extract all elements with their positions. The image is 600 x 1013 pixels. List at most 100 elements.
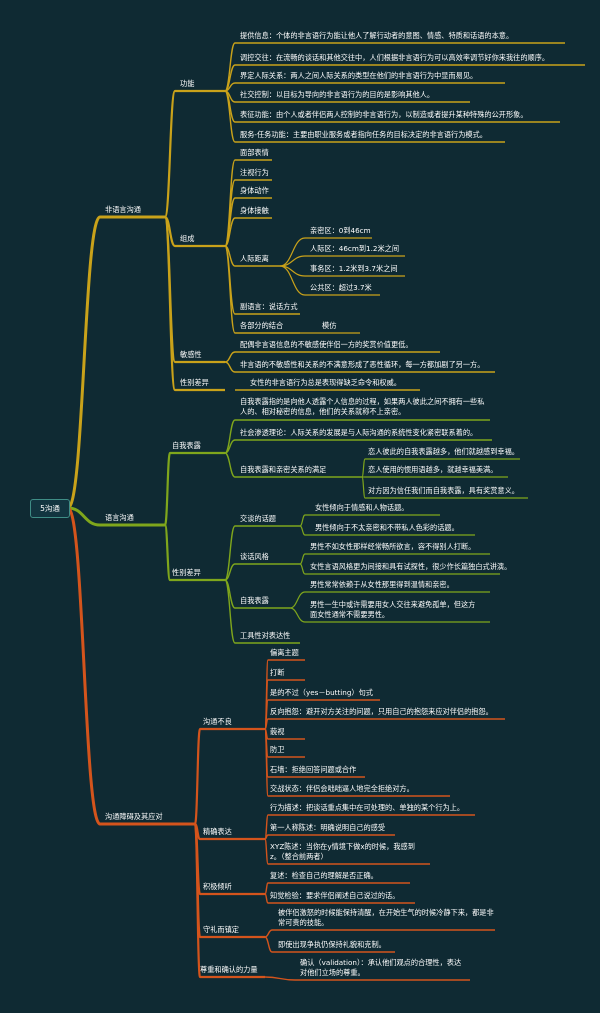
connector-130 <box>264 976 296 981</box>
node-disclosure-satisfaction[interactable]: 自我表露和亲密关系的满足 <box>240 465 327 474</box>
node-gender-diff-nonverbal[interactable]: 性别差异 <box>180 378 209 387</box>
node-civility[interactable]: 守礼而镇定 <box>203 925 239 934</box>
node-gender-self-disclosure[interactable]: 自我表露 <box>240 596 269 605</box>
connector-51 <box>224 361 236 373</box>
leaf-gaze: 注视行为 <box>240 168 269 177</box>
leaf-disclosure-male-1: 男性常常依赖于从女性那里得到温情和亲密。 <box>310 580 454 589</box>
leaf-off-topic: 偏离主题 <box>270 648 299 657</box>
leaf-sensitivity-2: 非言语的不敏感性和关系的不满意形成了恶性循环，每一方都加剧了另一方。 <box>240 360 485 369</box>
leaf-style-female: 女性言语风格更为间接和具有试探性，很少作长篇独白式讲演。 <box>310 562 512 571</box>
leaf-validation: 确认（validation）：承认他们观点的合理性，表达对他们立场的尊重。 <box>300 958 462 977</box>
leaf-style-male: 男性不如女性那样经常畅所欲言，容不得别人打断。 <box>310 542 476 551</box>
leaf-politeness: 即使出现争执仍保持礼貌和克制。 <box>278 940 386 949</box>
leaf-stonewalling: 石墙：拒绝回答问题或合作 <box>270 765 357 774</box>
connector-126 <box>264 929 273 938</box>
connector-49 <box>224 351 236 363</box>
connector-98 <box>193 822 202 979</box>
node-combination[interactable]: 各部分的结合 <box>240 321 284 330</box>
leaf-yes-butting: 是的不过（yes－butting）句式 <box>270 688 373 697</box>
node-conversation-topics[interactable]: 交谈的话题 <box>240 514 276 523</box>
node-sensitivity[interactable]: 敏感性 <box>180 350 202 359</box>
node-precise-expression[interactable]: 精确表达 <box>203 827 232 836</box>
connector-114 <box>264 728 269 797</box>
connector-32 <box>224 217 236 247</box>
leaf-function-2: 调控交往：在流畅的谈话和其他交往中，人们根据非言语行为可以高效率调节好你来我往的… <box>240 53 550 62</box>
node-respect-validation[interactable]: 尊重和确认的力量 <box>200 965 258 974</box>
connector-124 <box>264 893 269 904</box>
branch-nonverbal[interactable]: 非语言沟通 <box>105 205 141 214</box>
leaf-function-3: 界定人际关系：两人之间人际关系的类型在他们的非言语行为中显而易见。 <box>240 71 478 80</box>
connector-38 <box>224 245 236 334</box>
connector-68 <box>361 476 366 499</box>
connector-120 <box>264 838 269 865</box>
node-functions[interactable]: 功能 <box>180 79 195 88</box>
leaf-function-5: 表征功能：由个人或者伴侣两人控制的非言语行为，以制造或者提升某种特殊的公开形象。 <box>240 110 528 119</box>
leaf-social-penetration: 社会渗透理论：人际关系的发展是与人际沟通的系统性变化紧密联系着的。 <box>240 428 478 437</box>
leaf-contempt: 藐视 <box>270 727 285 736</box>
node-interpersonal-distance[interactable]: 人际距离 <box>240 254 269 263</box>
connector-28 <box>224 179 236 247</box>
connector-64 <box>361 458 366 478</box>
connector-40 <box>279 237 306 267</box>
connector-84 <box>299 563 306 575</box>
leaf-cross-complaining: 反向抱怨：避开对方关注的问题，只用自己的抱怨来应对伴侣的抱怨。 <box>270 707 493 716</box>
connector-80 <box>299 525 306 536</box>
leaf-behavior-description: 行为描述：把谈话重点集中在可处理的、单独的某个行为上。 <box>270 803 465 812</box>
node-miscommunication[interactable]: 沟通不良 <box>203 717 232 726</box>
root-node[interactable]: 5沟通 <box>30 499 70 518</box>
connector-62 <box>224 452 236 478</box>
leaf-sensitivity-1: 配偶非言语信息的不敏感使伴侣一方的奖赏价值更低。 <box>240 340 413 349</box>
leaf-paralanguage: 副语言：说话方式 <box>240 302 298 311</box>
connector-46 <box>279 265 306 296</box>
node-active-listening[interactable]: 积极倾听 <box>203 882 232 891</box>
node-self-disclosure[interactable]: 自我表露 <box>172 441 201 450</box>
connector-12 <box>163 215 177 392</box>
connector-128 <box>264 936 273 953</box>
connector-86 <box>289 591 306 609</box>
node-gender-diff-verbal[interactable]: 性别差异 <box>172 568 201 577</box>
connector-82 <box>299 553 306 565</box>
connector-4 <box>66 506 102 826</box>
connector-70 <box>224 525 236 581</box>
connector-54 <box>163 451 172 527</box>
leaf-belligerence: 交战状态：伴侣会咄咄逼人地完全拒绝对方。 <box>270 784 414 793</box>
leaf-function-6: 服务-任务功能：主要由职业服务或者指向任务的目标决定的非言语行为模式。 <box>240 130 487 139</box>
connector-78 <box>299 514 306 527</box>
leaf-instrumental-expressive: 工具性对表达性 <box>240 631 291 640</box>
connector-56 <box>163 523 172 582</box>
branch-verbal[interactable]: 语言沟通 <box>105 513 134 522</box>
leaf-facial-expression: 面部表情 <box>240 148 269 157</box>
leaf-paraphrasing: 复述：检查自己的理解是否正确。 <box>270 871 378 880</box>
connector-88 <box>289 607 306 623</box>
leaf-interrupting: 打断 <box>270 668 285 677</box>
leaf-topics-male: 男性倾向于不太亲密和不带私人色彩的话题。 <box>315 523 459 532</box>
leaf-disclosure-male-2: 男性一生中或许需要用女人交往来避免孤单，但这方面女性通常不需要男性。 <box>310 600 476 619</box>
leaf-self-disclosure-def: 自我表露指的是向他人透露个人信息的过程，如果两人彼此之间不拥有一些私人的、相对秘… <box>240 397 485 416</box>
connector-122 <box>264 882 269 895</box>
connector-72 <box>224 563 236 581</box>
leaf-public-zone: 公共区：超过3.7米 <box>310 283 372 292</box>
connector-76 <box>224 579 236 644</box>
leaf-stay-calm: 被伴侣激怒的时候能保持清醒，在开始生气的时候冷静下来，都是非常可贵的技能。 <box>278 908 494 927</box>
leaf-personal-zone: 人际区：46cm到1.2米之间 <box>310 244 400 253</box>
connector-24 <box>224 90 236 143</box>
leaf-gender-nonverbal: 女性的非言语行为总是表现得缺乏命令和权威。 <box>250 378 401 387</box>
node-conversation-style[interactable]: 谈话风格 <box>240 552 269 561</box>
leaf-perception-checking: 知觉检验：要求伴侣阐述自己说过的话。 <box>270 891 400 900</box>
leaf-function-1: 提供信息：个体的非言语行为能让他人了解行动者的意图、情感、特质和话语的本意。 <box>240 31 514 40</box>
node-components[interactable]: 组成 <box>180 234 195 243</box>
leaf-topics-female: 女性倾向于情感和人物话题。 <box>315 503 409 512</box>
leaf-satisfaction-3: 对方因为信任我们而自我表露，具有奖赏意义。 <box>368 486 519 495</box>
leaf-i-statement: 第一人称陈述：明确说明自己的感受 <box>270 823 386 832</box>
leaf-imitation: 模仿 <box>322 321 337 330</box>
leaf-defensiveness: 防卫 <box>270 745 285 754</box>
branch-barriers[interactable]: 沟通障碍及其应对 <box>105 812 163 821</box>
leaf-function-4: 社交控制：以目标为导向的非言语行为的目的是影响其他人。 <box>240 90 435 99</box>
leaf-intimate-zone: 亲密区：0到46cm <box>310 226 371 235</box>
leaf-satisfaction-2: 恋人使用的惯用语越多，就越幸福美满。 <box>368 465 498 474</box>
connector-0 <box>66 215 102 510</box>
leaf-satisfaction-1: 恋人彼此的自我表露越多，他们就越感到幸福。 <box>368 447 519 456</box>
leaf-social-zone: 事务区：1.2米到3.7米之间 <box>310 264 398 273</box>
connector-90 <box>193 727 202 826</box>
